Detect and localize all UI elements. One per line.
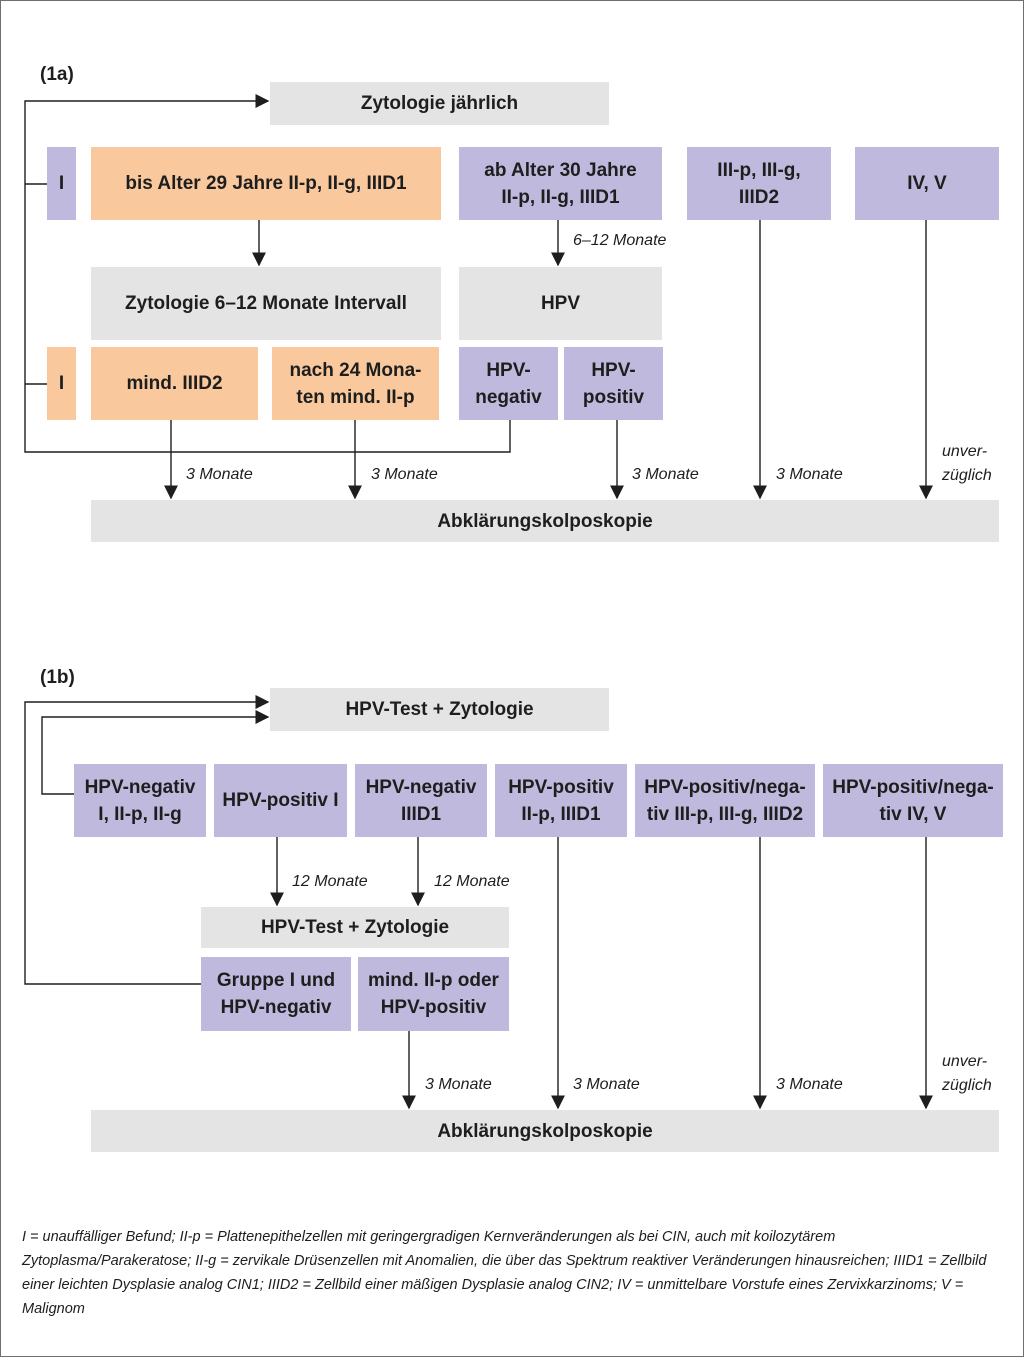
box-1b-gruppe-i-hpv-negativ: Gruppe I und HPV-negativ xyxy=(201,957,351,1031)
label-1a-3-monate-a: 3 Monate xyxy=(186,466,253,483)
box-1a-hpv-positiv: HPV- positiv xyxy=(564,347,663,420)
label-1b-3-monate-a: 3 Monate xyxy=(425,1076,492,1093)
box-1b-mind-iip-oder-hpv-positiv: mind. II-p oder HPV-positiv xyxy=(358,957,509,1031)
box-1a-zytologie-jaehrlich: Zytologie jährlich xyxy=(270,82,609,125)
label-1b-3-monate-c: 3 Monate xyxy=(776,1076,843,1093)
box-1a-hpv-negativ: HPV- negativ xyxy=(459,347,558,420)
label-1b-unverzueglich: unver- züglich xyxy=(942,1053,992,1094)
box-1b-hpv-positiv-iip-iiid1: HPV-positiv II-p, IIID1 xyxy=(495,764,627,837)
label-1b-3-monate-b: 3 Monate xyxy=(573,1076,640,1093)
footnote-legend: I = unauffälliger Befund; II-p = Platten… xyxy=(22,1229,987,1317)
box-1a-hpv: HPV xyxy=(459,267,662,340)
box-1b-hpv-negativ-i-iip-iig: HPV-negativ I, II-p, II-g xyxy=(74,764,206,837)
box-1a-i-upper: I xyxy=(47,147,76,220)
box-1a-iv-v: IV, V xyxy=(855,147,999,220)
box-1a-young: bis Alter 29 Jahre II-p, II-g, IIID1 xyxy=(91,147,441,220)
box-1a-mind-iiid2: mind. IIID2 xyxy=(91,347,258,420)
label-1a-3-monate-b: 3 Monate xyxy=(371,466,438,483)
label-1a-6-12-monate: 6–12 Monate xyxy=(573,232,667,249)
box-1a-iii: III-p, III-g, IIID2 xyxy=(687,147,831,220)
box-1b-hpv-pos-neg-iv-v: HPV-positiv/nega- tiv IV, V xyxy=(823,764,1003,837)
label-1b-12-monate-b: 12 Monate xyxy=(434,873,510,890)
arrow-1a-feedback-loop xyxy=(24,94,511,453)
section-label-1b: (1b) xyxy=(40,667,75,688)
box-1a-zytologie-interval: Zytologie 6–12 Monate Intervall xyxy=(91,267,441,340)
label-1a-unverzueglich: unver- züglich xyxy=(942,443,992,484)
label-1a-3-monate-c: 3 Monate xyxy=(632,466,699,483)
label-1b-12-monate-a: 12 Monate xyxy=(292,873,368,890)
box-1b-abklaerungskolposkopie: Abklärungskolposkopie xyxy=(91,1110,999,1152)
box-1b-hpv-positiv-i: HPV-positiv I xyxy=(214,764,347,837)
box-1b-hpv-test-zytologie-top: HPV-Test + Zytologie xyxy=(270,688,609,731)
label-1a-3-monate-d: 3 Monate xyxy=(776,466,843,483)
box-1a-i-lower: I xyxy=(47,347,76,420)
box-1b-hpv-test-zytologie-mid: HPV-Test + Zytologie xyxy=(201,907,509,948)
box-1a-abklaerungskolposkopie: Abklärungskolposkopie xyxy=(91,500,999,542)
box-1b-hpv-negativ-iiid1: HPV-negativ IIID1 xyxy=(355,764,487,837)
section-label-1a: (1a) xyxy=(40,64,74,85)
arrow-1b-inner-loop xyxy=(41,710,270,795)
arrow-1b-outer-loop xyxy=(24,695,270,985)
box-1b-hpv-pos-neg-iii: HPV-positiv/nega- tiv III-p, III-g, IIID… xyxy=(635,764,815,837)
box-1a-older: ab Alter 30 Jahre II-p, II-g, IIID1 xyxy=(459,147,662,220)
box-1a-nach-24-monaten: nach 24 Mona- ten mind. II-p xyxy=(272,347,439,420)
